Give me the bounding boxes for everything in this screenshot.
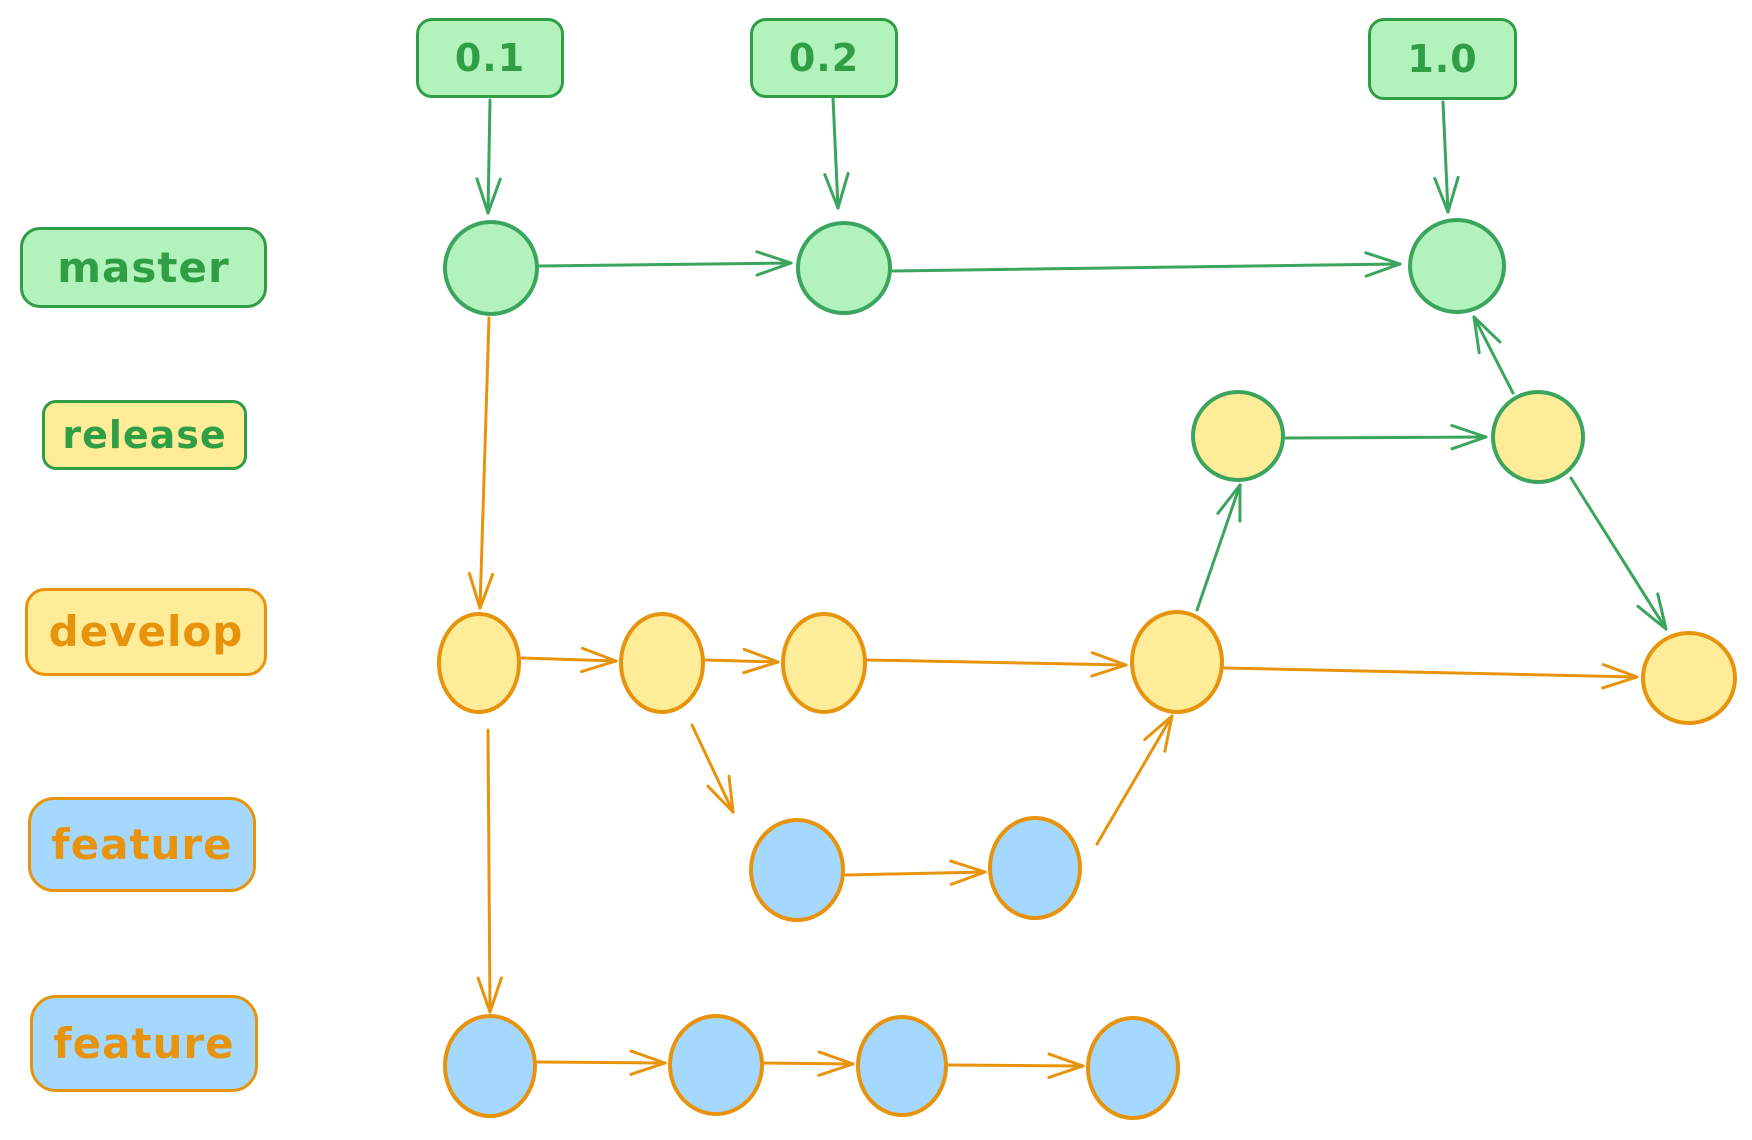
- commit-node-feature1-1: [749, 818, 845, 922]
- commit-node-release-1: [1191, 390, 1285, 482]
- edge-tag-0.1-to-master-1: [475, 98, 502, 215]
- version-tag-0-1-text: 0.1: [454, 36, 526, 80]
- branch-label-release-text: release: [62, 413, 227, 457]
- commit-node-develop-5: [1641, 631, 1737, 725]
- commit-node-feature1-2: [988, 816, 1082, 920]
- edge-feature2-1-to-feature2-2: [535, 1049, 667, 1076]
- commit-node-master-2: [796, 221, 892, 315]
- edge-release-2-to-master-3: [1472, 315, 1515, 395]
- commit-node-master-3: [1408, 218, 1506, 314]
- edge-tag-0.2-to-master-2: [823, 96, 850, 210]
- commit-node-feature2-3: [856, 1015, 948, 1117]
- version-tag-0-2: 0.2: [750, 18, 898, 98]
- edge-master-1-to-master-2: [538, 250, 793, 277]
- edge-feature2-3-to-feature2-4: [946, 1052, 1085, 1079]
- edge-feature1-2-to-develop-4: [1095, 714, 1174, 846]
- branch-label-master: master: [20, 227, 267, 308]
- version-tag-1-0-text: 1.0: [1407, 37, 1478, 81]
- edge-develop-2-to-develop-3: [703, 647, 780, 675]
- edge-develop-4-to-release-1: [1195, 483, 1242, 612]
- edge-develop-3-to-develop-4: [865, 651, 1128, 678]
- edge-tag-1.0-to-master-3: [1433, 100, 1460, 214]
- branch-label-feature-2-text: feature: [53, 1018, 235, 1068]
- branch-label-feature-1-text: feature: [51, 819, 233, 869]
- commit-node-develop-2: [619, 612, 705, 714]
- commit-node-release-2: [1491, 390, 1585, 484]
- version-tag-0-2-text: 0.2: [788, 36, 860, 80]
- commit-node-feature2-2: [668, 1014, 764, 1116]
- commit-node-develop-3: [781, 612, 867, 714]
- version-tag-1-0: 1.0: [1368, 18, 1517, 100]
- edge-master-1-to-develop-1: [467, 316, 495, 610]
- commit-node-master-1: [443, 220, 539, 316]
- edge-feature2-2-to-feature2-3: [762, 1050, 855, 1077]
- edge-develop-1-to-feature2-1: [476, 728, 503, 1014]
- edge-master-2-to-master-3: [891, 251, 1402, 278]
- edge-release-2-to-develop-5: [1569, 476, 1668, 631]
- commit-node-develop-4: [1130, 610, 1224, 714]
- commit-node-develop-1: [437, 612, 521, 714]
- edge-release-1-to-release-2: [1284, 424, 1488, 451]
- branch-label-master-text: master: [57, 242, 230, 292]
- branch-label-feature-2: feature: [30, 995, 258, 1092]
- branch-label-develop-text: develop: [48, 607, 244, 656]
- edge-develop-2-to-feature1-1: [690, 723, 735, 814]
- branch-label-release: release: [42, 400, 247, 470]
- commit-node-feature2-4: [1086, 1016, 1180, 1120]
- version-tag-0-1: 0.1: [416, 18, 564, 98]
- branch-label-develop: develop: [25, 588, 267, 676]
- branch-label-feature-1: feature: [28, 797, 256, 892]
- commit-node-feature2-1: [443, 1014, 537, 1118]
- edge-develop-1-to-develop-2: [520, 646, 618, 674]
- edge-develop-4-to-develop-5: [1223, 663, 1639, 690]
- edge-feature1-1-to-feature1-2: [844, 859, 987, 886]
